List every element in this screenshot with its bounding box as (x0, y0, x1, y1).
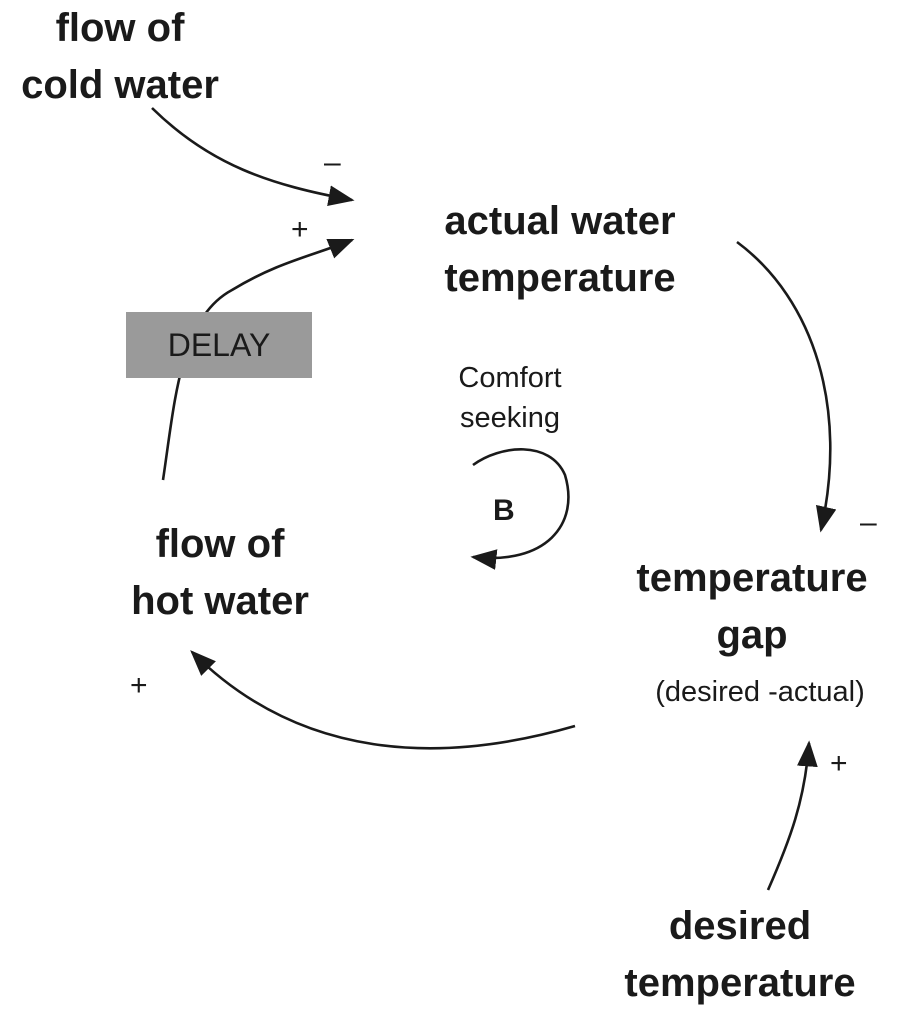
node-flow-of-hot-water: flow of hot water (100, 516, 340, 630)
sign-hot-to-actual: + (291, 213, 309, 246)
arrow-actual-to-gap (736, 240, 837, 533)
sign-gap-to-hot: + (130, 669, 148, 702)
sign-desired-to-gap: + (830, 747, 848, 780)
loop-type-label: B (493, 494, 515, 527)
node-label-line: temperature (444, 256, 676, 300)
loop-name-line: Comfort (458, 362, 562, 394)
node-label-line: flow of (155, 522, 285, 566)
node-actual-water-temperature: actual water temperature (400, 193, 720, 307)
node-label-line: actual water (444, 199, 676, 243)
node-label-line: cold water (21, 63, 219, 107)
sign-cold-to-actual: – (324, 146, 341, 179)
arrow-gap-to-hot (190, 650, 576, 750)
sign-actual-to-gap: – (860, 506, 877, 539)
node-flow-of-cold-water: flow of cold water (0, 0, 240, 114)
arrow-hot-to-actual (161, 238, 355, 481)
node-temperature-gap: temperature gap (612, 550, 892, 664)
delay-box: DELAY (126, 312, 312, 378)
node-label-line: temperature (624, 961, 856, 1005)
node-label-line: hot water (131, 579, 309, 623)
loop-name: Comfort seeking (420, 358, 600, 438)
loop-arrow (470, 448, 570, 570)
arrow-cold-to-actual (151, 107, 355, 207)
loop-name-line: seeking (460, 402, 560, 434)
node-label-line: gap (716, 613, 788, 657)
node-label-line: temperature (636, 556, 868, 600)
temperature-gap-note: (desired -actual) (655, 676, 865, 708)
arrow-desired-to-gap (766, 740, 818, 891)
node-label-line: flow of (55, 6, 185, 50)
node-desired-temperature: desired temperature (590, 898, 890, 1012)
node-label-line: desired (668, 904, 812, 948)
